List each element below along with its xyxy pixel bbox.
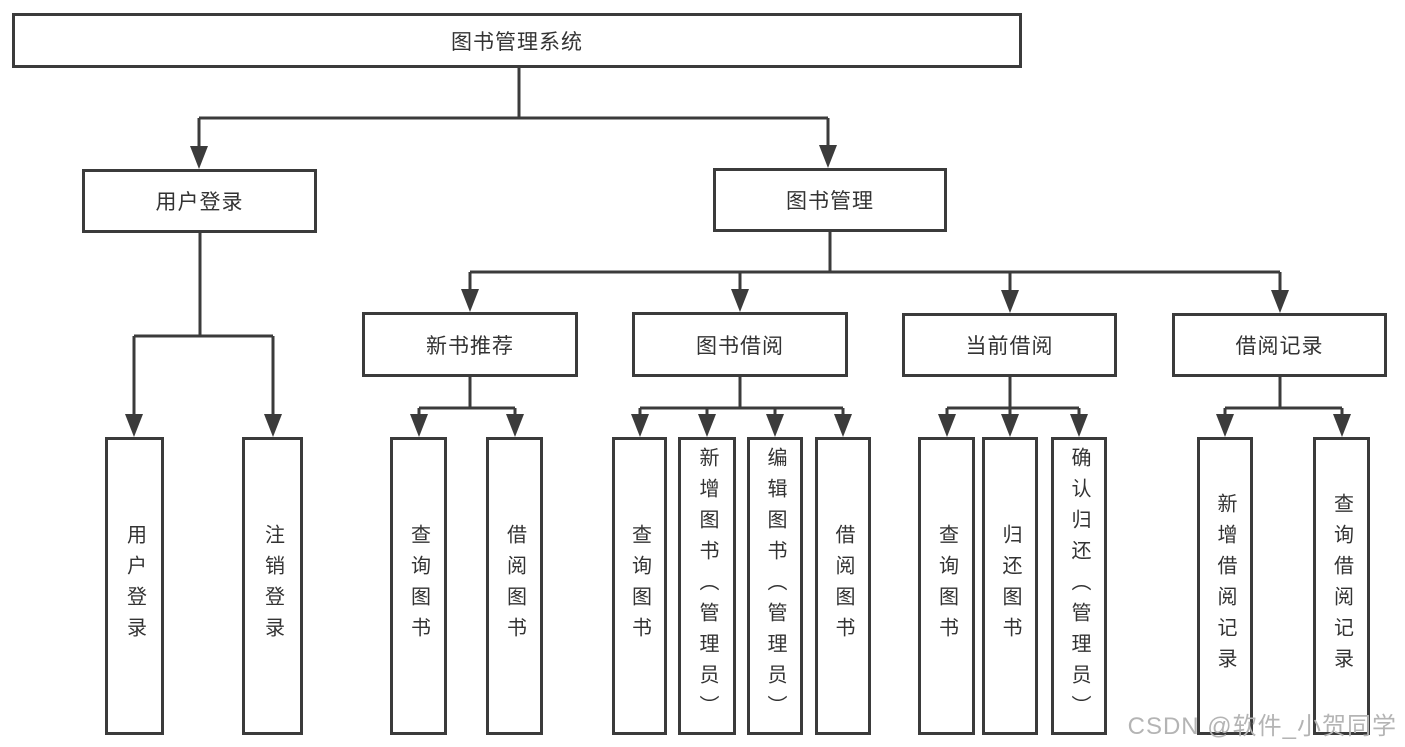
connector-book-borrow-children — [631, 377, 852, 437]
leaf-user-login: 用户登录 — [105, 437, 164, 735]
node-current-borrowing: 当前借阅 — [902, 313, 1117, 377]
leaf-add-borrow-record: 新增借阅记录 — [1197, 437, 1253, 735]
node-label: 查询图书 — [407, 524, 430, 648]
connector-new-book-rec-children — [410, 377, 524, 437]
node-label: 新书推荐 — [426, 334, 514, 358]
leaf-logout: 注销登录 — [242, 437, 303, 735]
leaf-query-borrow-record: 查询借阅记录 — [1313, 437, 1370, 735]
leaf-confirm-return-admin: 确认归还（管理员） — [1051, 437, 1107, 735]
leaf-edit-books-admin: 编辑图书（管理员） — [747, 437, 803, 735]
node-book-borrowing: 图书借阅 — [632, 312, 848, 377]
csdn-watermark: CSDN @软件_小贺同学 — [1127, 713, 1397, 740]
node-label: 新增图书（管理员） — [696, 446, 718, 726]
connector-book-mgmt-children — [461, 232, 1289, 313]
node-new-book-recommendation: 新书推荐 — [362, 312, 578, 377]
connector-root-to-level2 — [190, 68, 837, 169]
node-label: 查询借阅记录 — [1330, 493, 1353, 679]
node-label: 归还图书 — [999, 524, 1021, 648]
node-label: 确认归还（管理员） — [1068, 446, 1090, 726]
connector-user-login-children — [125, 233, 282, 437]
leaf-borrow-books-1: 借阅图书 — [486, 437, 543, 735]
leaf-query-books-2: 查询图书 — [612, 437, 667, 735]
node-borrowing-records: 借阅记录 — [1172, 313, 1387, 377]
leaf-return-books: 归还图书 — [982, 437, 1038, 735]
node-label: 查询图书 — [935, 524, 958, 648]
node-label: 图书管理 — [786, 190, 874, 213]
node-label: 图书借阅 — [696, 334, 784, 358]
node-label: 查询图书 — [628, 524, 651, 648]
node-label: 借阅图书 — [832, 524, 854, 648]
node-label: 编辑图书（管理员） — [764, 446, 786, 726]
connector-borrow-record-children — [1216, 377, 1351, 437]
leaf-query-books-1: 查询图书 — [390, 437, 447, 735]
node-label: 注销登录 — [261, 524, 284, 648]
connector-current-borrow-children — [938, 377, 1088, 437]
node-label: 用户登录 — [123, 524, 146, 648]
node-label: 借阅记录 — [1235, 335, 1324, 358]
node-label: 新增借阅记录 — [1214, 493, 1236, 679]
node-user-login: 用户登录 — [82, 169, 317, 233]
node-root-library-management-system: 图书管理系统 — [12, 13, 1022, 68]
leaf-add-books-admin: 新增图书（管理员） — [678, 437, 736, 735]
node-label: 图书管理系统 — [451, 30, 583, 54]
node-label: 借阅图书 — [503, 524, 526, 648]
node-label: 用户登录 — [155, 191, 244, 214]
leaf-borrow-books-2: 借阅图书 — [815, 437, 871, 735]
node-book-management: 图书管理 — [713, 168, 947, 232]
node-label: 当前借阅 — [965, 335, 1054, 358]
leaf-query-books-3: 查询图书 — [918, 437, 975, 735]
